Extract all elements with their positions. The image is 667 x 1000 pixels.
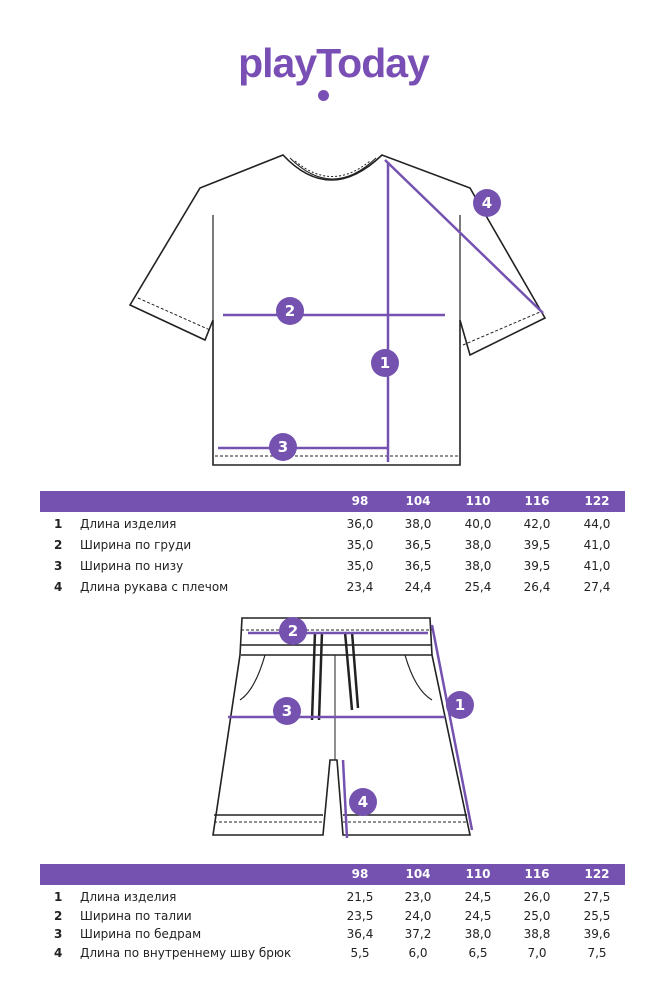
row-value: 38,0 (464, 927, 492, 941)
row-value: 35,0 (346, 538, 374, 552)
row-value: 39,5 (523, 538, 551, 552)
tshirt-diagram: 1 2 3 4 (128, 154, 547, 466)
size-header: 116 (524, 867, 550, 881)
row-value: 25,0 (523, 908, 551, 923)
marker-2: 2 (288, 622, 298, 640)
row-value: 25,4 (464, 580, 492, 594)
row-value: 7,0 (527, 945, 547, 960)
brand-logo: playToday (238, 40, 430, 86)
row-value: 44,0 (583, 517, 611, 531)
size-header: 98 (351, 494, 369, 508)
table-row: 4 Длина по внутреннему шву брюк 5,5 6,0 6,5 7… (40, 946, 625, 965)
row-number: 4 (54, 580, 63, 594)
row-value: 24,0 (404, 908, 432, 923)
table-row: 1 Длина изделия 36,0 38,0 40,0 42,0 44,0 (40, 517, 625, 538)
row-label: Длина рукава с плечом (80, 580, 229, 594)
row-value: 38,0 (464, 538, 492, 552)
table-row: 2 Ширина по талии 23,5 24,0 24,5 25,0 25,5 (40, 909, 625, 928)
row-value: 36,5 (404, 538, 432, 552)
row-value: 39,5 (523, 559, 551, 573)
row-label: Длина изделия (80, 517, 177, 531)
marker-1: 1 (380, 354, 390, 372)
row-number: 2 (54, 538, 63, 552)
table-row: 3 Ширина по низу 35,0 36,5 38,0 39,5 41,0 (40, 559, 625, 580)
marker-3: 3 (282, 702, 292, 720)
table-row: 3 Ширина по бедрам 36,4 37,2 38,0 38,8 39,6 (40, 927, 625, 946)
row-number: 1 (54, 517, 63, 531)
row-label: Длина изделия (80, 890, 177, 904)
row-number: 2 (54, 908, 63, 923)
size-header: 122 (584, 867, 610, 881)
row-value: 23,0 (404, 890, 432, 904)
row-value: 40,0 (464, 517, 492, 531)
row-value: 27,4 (583, 580, 611, 594)
row-value: 6,5 (468, 945, 488, 960)
row-value: 39,6 (583, 927, 611, 941)
table-header: 98 104 110 116 122 (40, 864, 625, 885)
row-value: 23,4 (346, 580, 374, 594)
table-row: 1 Длина изделия 21,5 23,0 24,5 26,0 27,5 (40, 890, 625, 909)
marker-4: 4 (482, 194, 492, 212)
row-label: Ширина по бедрам (80, 927, 202, 941)
row-value: 24,4 (404, 580, 432, 594)
logo-dot (318, 90, 329, 101)
row-value: 26,4 (523, 580, 551, 594)
row-value: 36,4 (346, 927, 374, 941)
row-value: 6,0 (408, 945, 428, 960)
row-number: 3 (54, 559, 63, 573)
row-value: 36,5 (404, 559, 432, 573)
row-value: 21,5 (346, 890, 374, 904)
row-label: Длина по внутреннему шву брюк (80, 945, 292, 960)
table-row: 2 Ширина по груди 35,0 36,5 38,0 39,5 41,0 (40, 538, 625, 559)
tshirt-size-table: 98 104 110 116 122 1 Длина изделия 36,0 38,… (40, 491, 625, 601)
row-value: 5,5 (350, 945, 370, 960)
row-value: 23,5 (346, 908, 374, 923)
size-header: 110 (465, 867, 491, 881)
size-header: 110 (465, 494, 491, 508)
row-value: 7,5 (587, 945, 607, 960)
size-header: 122 (584, 494, 610, 508)
marker-2: 2 (285, 302, 295, 320)
row-number: 3 (54, 927, 63, 941)
row-value: 38,0 (404, 517, 432, 531)
row-label: Ширина по груди (80, 538, 192, 552)
row-value: 37,2 (404, 927, 432, 941)
row-label: Ширина по талии (80, 908, 192, 923)
table-row: 4 Длина рукава с плечом 23,4 24,4 25,4 26,4 27… (40, 580, 625, 601)
row-value: 24,5 (464, 908, 492, 923)
row-value: 24,5 (464, 890, 492, 904)
marker-1: 1 (455, 696, 465, 714)
size-header: 116 (524, 494, 550, 508)
row-value: 38,0 (464, 559, 492, 573)
row-value: 42,0 (523, 517, 551, 531)
row-value: 41,0 (583, 538, 611, 552)
row-number: 4 (54, 945, 63, 960)
row-value: 26,0 (523, 890, 551, 904)
marker-3: 3 (278, 438, 288, 456)
size-header: 98 (351, 867, 369, 881)
size-header: 104 (405, 494, 431, 508)
row-value: 41,0 (583, 559, 611, 573)
row-value: 27,5 (583, 890, 611, 904)
shorts-diagram: 1 2 3 4 (212, 617, 474, 839)
row-value: 36,0 (346, 517, 374, 531)
row-number: 1 (54, 890, 63, 904)
row-value: 25,5 (583, 908, 611, 923)
size-header: 104 (405, 867, 431, 881)
marker-4: 4 (358, 793, 368, 811)
table-header: 98 104 110 116 122 (40, 491, 625, 512)
row-label: Ширина по низу (80, 559, 184, 573)
row-value: 35,0 (346, 559, 374, 573)
row-value: 38,8 (523, 927, 551, 941)
shorts-size-table: 98 104 110 116 122 1 Длина изделия 21,5 23,… (40, 864, 625, 964)
